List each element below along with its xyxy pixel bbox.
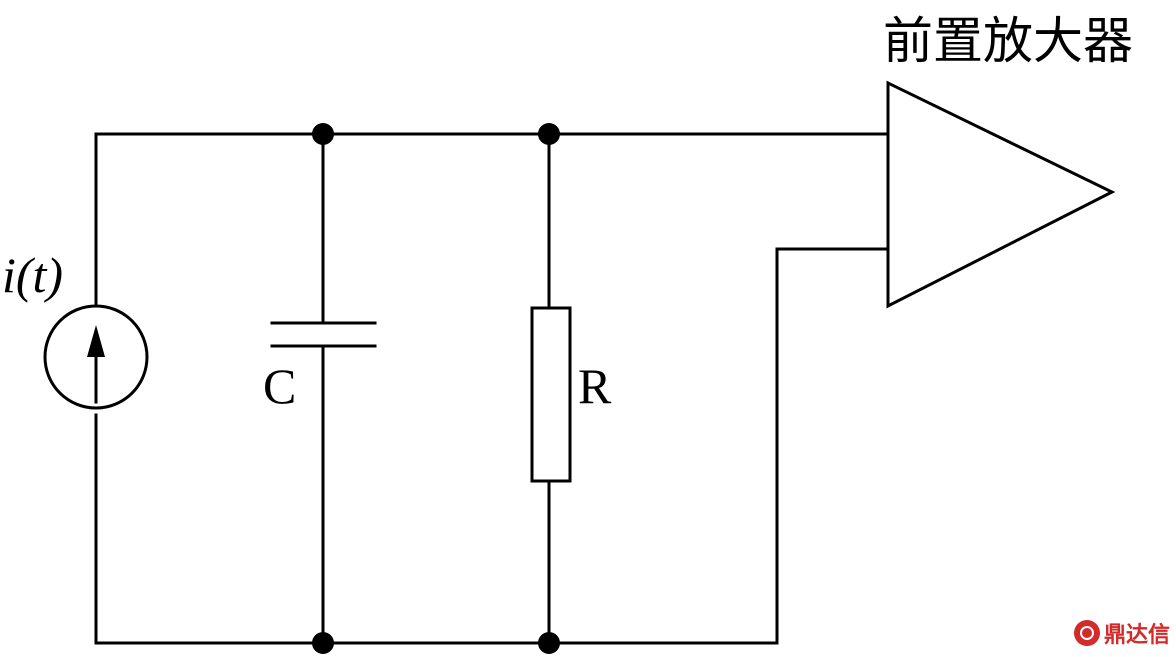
resistor-label: R	[578, 358, 612, 414]
resistor	[530, 306, 572, 483]
amplifier-triangle-icon	[886, 80, 1116, 309]
top-wire	[94, 132, 890, 320]
watermark-text: 鼎达信	[1103, 623, 1170, 648]
arrow-head-icon	[87, 325, 105, 357]
junction-node	[538, 123, 560, 145]
current-source-label: i(t)	[2, 247, 63, 303]
junction-node	[312, 123, 334, 145]
capacitor-label: C	[263, 358, 296, 414]
amplifier-title: 前置放大器	[883, 12, 1133, 70]
bottom-wire	[94, 247, 890, 645]
current-source	[43, 304, 149, 410]
watermark-logo-icon	[1073, 620, 1100, 646]
junction-node	[312, 632, 334, 654]
junction-node	[538, 632, 560, 654]
watermark: 鼎达信	[1073, 617, 1170, 649]
capacitor	[270, 321, 377, 348]
